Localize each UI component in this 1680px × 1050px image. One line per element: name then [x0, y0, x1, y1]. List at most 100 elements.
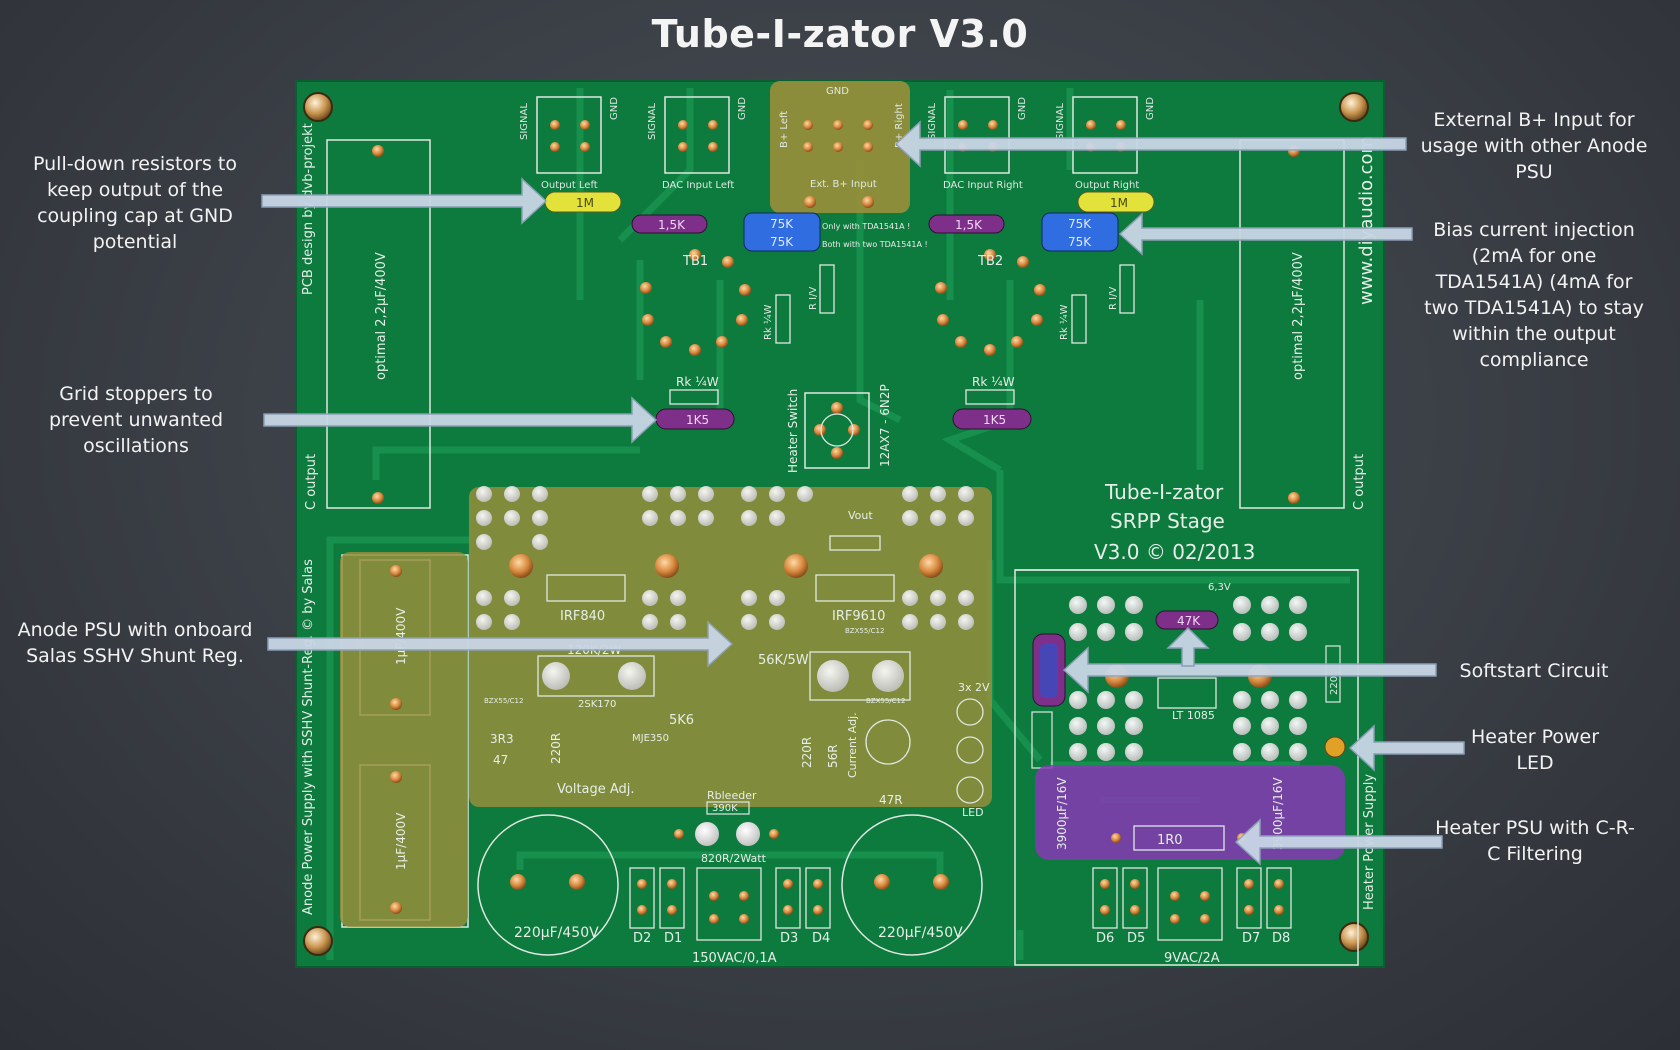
heater-psu-pads	[1069, 596, 1307, 761]
ext-bplus-gnd: GND	[826, 86, 849, 97]
rk-label-2: Rk ¼W	[1058, 304, 1070, 340]
rk-grid-label-2: Rk ¼W	[972, 375, 1015, 389]
riv-label-1: R I/V	[808, 287, 819, 310]
signal-label-4: SIGNAL	[1055, 103, 1066, 140]
d2-label: D2	[633, 931, 651, 946]
r-390k-label: 390K	[712, 803, 738, 814]
tube-socket-tb2	[935, 249, 1046, 356]
d8-label: D8	[1272, 931, 1290, 946]
resistor-75k-right-a: 75K	[1068, 217, 1092, 231]
cap-optimal-right: optimal 2,2µF/400V	[1291, 252, 1306, 380]
resistor-75k-left	[743, 212, 821, 252]
gnd-label-2: GND	[737, 97, 748, 120]
current-adj-label: Current Adj.	[846, 712, 859, 778]
resistor-1k5-right	[928, 214, 1005, 234]
both-tda-note: Both with two TDA1541A !	[822, 240, 928, 249]
bplus-left-label: B+ Left	[779, 111, 790, 148]
resistor-75k-right	[1041, 212, 1119, 252]
led-3x2v-label: 3x 2V	[958, 681, 990, 694]
resistor-1k5-right-label: 1,5K	[955, 218, 983, 232]
trafo-heater-label: 9VAC/2A	[1164, 951, 1220, 966]
arrow-anode-psu	[267, 620, 734, 668]
resistor-75k-left-a: 75K	[770, 217, 794, 231]
arrow-external-bplus	[894, 120, 1407, 168]
grid-stopper-right	[952, 408, 1032, 430]
grid-stopper-left-label: 1K5	[686, 413, 709, 427]
cap-1uf-top-label: 1µF/400V	[394, 607, 408, 665]
dac-input-left-label: DAC Input Left	[662, 180, 734, 191]
note-anode-psu: Anode PSU with onboard Salas SSHV Shunt …	[17, 619, 253, 667]
heater-switch	[814, 402, 860, 459]
voltage-adj-label: Voltage Adj.	[557, 782, 635, 797]
bplus-right-label: B+ Right	[894, 103, 905, 148]
r-56k-label: 56K/5W	[758, 653, 809, 668]
r-3r3-label: 3R3	[490, 732, 514, 746]
bzx-label-2: BZX55/C12	[866, 697, 905, 705]
r-47-label: 47	[493, 753, 508, 767]
cap-1uf-bottom-label: 1µF/400V	[394, 812, 408, 870]
bzx-label-3: BZX55/C12	[484, 697, 523, 705]
gnd-label-1: GND	[609, 97, 620, 120]
note-pull-down: Pull-down resistors to keep output of th…	[33, 153, 237, 253]
signal-label-1: SIGNAL	[519, 103, 530, 140]
grid-stopper-right-label: 1K5	[983, 413, 1006, 427]
annotation-arrows	[261, 120, 1465, 866]
d4-label: D4	[812, 931, 830, 946]
ext-bplus-pads	[803, 120, 874, 208]
arrow-heater-psu	[1234, 818, 1443, 866]
r-820r-label: 820R/2Watt	[701, 852, 767, 865]
note-grid-stoppers: Grid stoppers to prevent unwanted oscill…	[48, 383, 224, 457]
only-tda-note: Only with TDA1541A !	[822, 222, 910, 231]
r-220r-label: 220R	[549, 733, 563, 764]
note-external-bplus: External B+ Input for usage with other A…	[1420, 109, 1648, 183]
resistor-1m-right-label: 1M	[1110, 196, 1128, 210]
output-right-label: Output Right	[1075, 180, 1139, 191]
note-heater-led: Heater Power LED	[1470, 726, 1600, 774]
signal-label-3: SIGNAL	[927, 103, 938, 140]
r-220-label: 220	[1329, 676, 1340, 695]
board-name: Tube-I-zator	[1104, 480, 1224, 504]
note-softstart: Softstart Circuit	[1459, 660, 1609, 682]
anode-psu-overlay-main	[469, 487, 992, 807]
cap-220-right-label: 220µF/450V	[878, 925, 963, 941]
tube-socket-tb1	[640, 249, 751, 356]
anode-psu-pads	[476, 486, 974, 692]
heater-switch-label: Heater Switch	[786, 389, 800, 473]
irf840-label: IRF840	[560, 609, 605, 624]
pcb-designer-label: PCB design by dvb-projekt	[301, 123, 316, 295]
tb1-label: TB1	[682, 254, 708, 269]
r-5k6-label: 5K6	[669, 713, 694, 728]
cap-3900-left-label: 3900µF/16V	[1055, 777, 1069, 850]
output-left-label: Output Left	[541, 180, 598, 191]
d3-label: D3	[780, 931, 798, 946]
arrow-softstart-up	[1166, 626, 1210, 667]
arrow-softstart	[1062, 646, 1437, 694]
d5-label: D5	[1127, 931, 1145, 946]
d7-label: D7	[1242, 931, 1260, 946]
dac-input-right-label: DAC Input Right	[943, 180, 1023, 191]
riv-label-2: R I/V	[1108, 287, 1119, 310]
heater-led	[1324, 736, 1346, 758]
vout-label: Vout	[848, 509, 873, 522]
gnd-label-3: GND	[1017, 97, 1028, 120]
rk-grid-label-1: Rk ¼W	[676, 375, 719, 389]
board-stage: SRPP Stage	[1110, 509, 1225, 533]
arrow-pull-down	[261, 177, 548, 225]
resistor-47k-label: 47K	[1177, 614, 1201, 628]
board-version: V3.0 © 02/2013	[1094, 540, 1255, 564]
d6-label: D6	[1096, 931, 1114, 946]
r-47r-label: 47R	[879, 793, 903, 807]
r-220r-b-label: 220R	[800, 737, 814, 768]
signal-connectors	[536, 96, 1138, 174]
led-label: LED	[962, 806, 984, 819]
lt1085-label: LT 1085	[1172, 709, 1215, 722]
r-1r0-label: 1R0	[1157, 833, 1183, 848]
gnd-label-4: GND	[1145, 97, 1156, 120]
tb2-label: TB2	[977, 254, 1003, 269]
anode-psu-hex-pads	[509, 554, 943, 578]
anode-psu-side-label: Anode Power Supply with SSHV Shunt-Reg. …	[301, 559, 316, 915]
resistor-75k-right-b: 75K	[1068, 235, 1092, 249]
mounting-holes	[303, 92, 1369, 956]
irf9610-label: IRF9610	[832, 609, 885, 624]
